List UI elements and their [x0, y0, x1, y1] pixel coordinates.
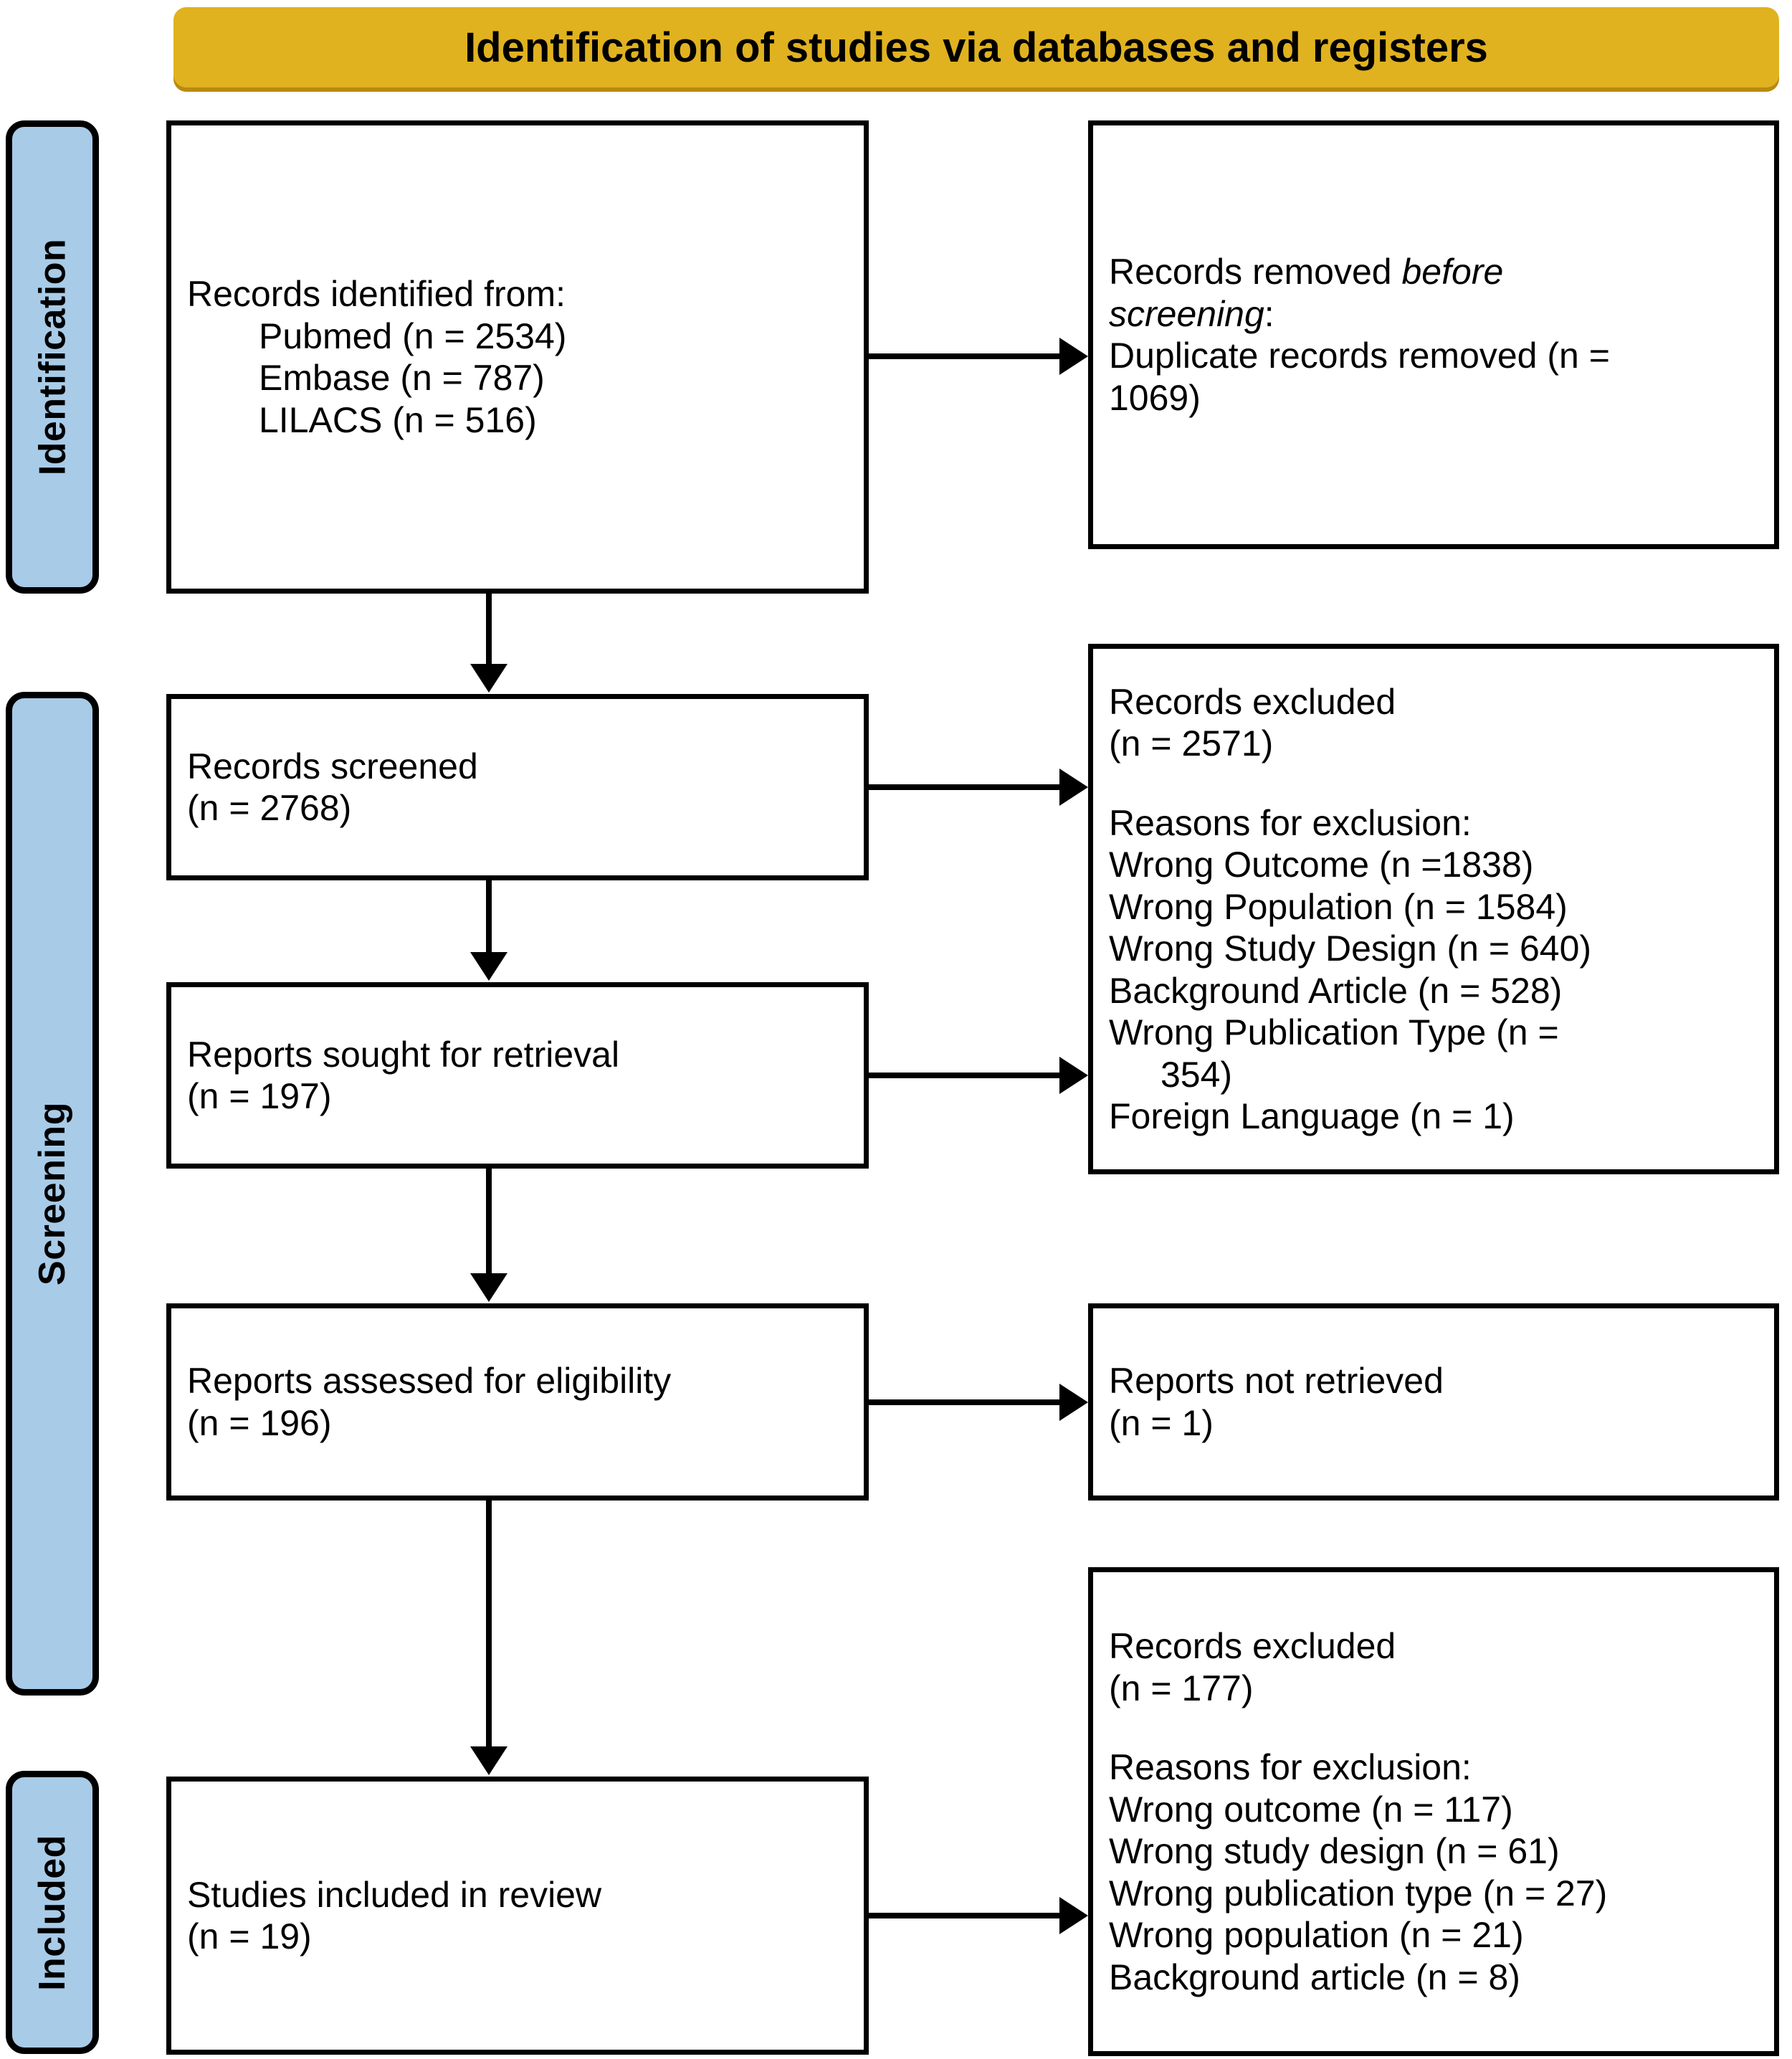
reports-sought-label: Reports sought for retrieval: [187, 1034, 620, 1075]
arrow-right-icon: [1059, 1057, 1088, 1094]
connector-assessed-to-studies-included: [486, 1501, 492, 1748]
arrow-right-icon: [1059, 1897, 1088, 1934]
exclusion-reason: Wrong Publication Type (n =: [1109, 1012, 1559, 1052]
box-reports-not-retrieved: Reports not retrieved (n = 1): [1088, 1303, 1779, 1501]
records-excluded-screening-label: Records excluded: [1109, 681, 1396, 722]
records-excluded-screening-reasons-header: Reasons for exclusion:: [1109, 802, 1472, 843]
reports-not-retrieved-label: Reports not retrieved: [1109, 1361, 1444, 1401]
records-screened-count: (n = 2768): [187, 788, 352, 828]
records-identified-pubmed: Pubmed (n = 2534): [259, 315, 567, 356]
diagram-header-banner: Identification of studies via databases …: [173, 7, 1779, 87]
records-screened-label: Records screened: [187, 746, 478, 786]
connector-identified-to-removed: [869, 353, 1059, 359]
records-excluded-eligibility-count: (n = 177): [1109, 1668, 1254, 1708]
box-records-identified: Records identified from: Pubmed (n = 253…: [166, 120, 869, 594]
page-title: Identification of studies via databases …: [464, 24, 1488, 71]
box-records-excluded-eligibility: Records excluded (n = 177) Reasons for e…: [1088, 1567, 1779, 2056]
studies-included-count: (n = 19): [187, 1916, 312, 1956]
records-excluded-screening-count: (n = 2571): [1109, 723, 1274, 764]
records-removed-text-a: Records removed: [1109, 252, 1402, 292]
records-identified-lilacs: LILACS (n = 516): [259, 399, 537, 440]
reports-assessed-count: (n = 196): [187, 1402, 332, 1443]
exclusion-reason: Wrong publication type (n = 27): [1109, 1873, 1608, 1913]
exclusion-reason: Wrong Study Design (n = 640): [1109, 928, 1592, 969]
reports-assessed-label: Reports assessed for eligibility: [187, 1361, 672, 1401]
records-excluded-eligibility-reasons-header: Reasons for exclusion:: [1109, 1747, 1472, 1787]
box-records-removed-before-screening: Records removed before screening: Duplic…: [1088, 120, 1779, 549]
exclusion-reason: Wrong Outcome (n =1838): [1109, 845, 1534, 885]
connector-sought-to-assessed: [486, 1169, 492, 1275]
records-removed-heading-line1: Records removed before: [1109, 251, 1758, 293]
connector-screened-to-sought: [486, 880, 492, 954]
exclusion-reason: Background Article (n = 528): [1109, 970, 1563, 1011]
reports-sought-count: (n = 197): [187, 1076, 332, 1116]
box-records-excluded-screening: Records excluded (n = 2571) Reasons for …: [1088, 644, 1779, 1174]
exclusion-reason: Background article (n = 8): [1109, 1956, 1520, 1997]
box-records-screened: Records screened (n = 2768): [166, 694, 869, 880]
records-removed-text-screening: screening: [1109, 293, 1264, 334]
duplicate-records-removed-line2: 1069): [1109, 377, 1201, 418]
exclusion-reason: Wrong Population (n = 1584): [1109, 886, 1568, 927]
arrow-down-icon: [470, 664, 507, 693]
reports-not-retrieved-count: (n = 1): [1109, 1402, 1214, 1443]
exclusion-reason: Wrong study design (n = 61): [1109, 1831, 1560, 1871]
stage-label-screening: Screening: [6, 692, 99, 1696]
connector-included-to-excluded: [869, 1913, 1059, 1918]
box-reports-sought-for-retrieval: Reports sought for retrieval (n = 197): [166, 982, 869, 1169]
exclusion-reason: Wrong outcome (n = 117): [1109, 1789, 1513, 1830]
connector-identified-to-screened: [486, 594, 492, 665]
records-excluded-eligibility-label: Records excluded: [1109, 1626, 1396, 1666]
records-identified-embase: Embase (n = 787): [259, 358, 545, 398]
connector-screened-to-excluded: [869, 784, 1059, 790]
box-studies-included-in-review: Studies included in review (n = 19): [166, 1777, 869, 2055]
exclusion-reason: Wrong population (n = 21): [1109, 1915, 1524, 1955]
arrow-down-icon: [470, 1273, 507, 1302]
connector-assessed-to-not-retrieved: [869, 1399, 1059, 1405]
box-reports-assessed-for-eligibility: Reports assessed for eligibility (n = 19…: [166, 1303, 869, 1501]
arrow-right-icon: [1059, 338, 1088, 375]
records-removed-heading-line2: screening:: [1109, 293, 1758, 336]
exclusion-reason-wrap: 354): [1160, 1054, 1233, 1095]
studies-included-label: Studies included in review: [187, 1874, 602, 1915]
stage-label-screening-text: Screening: [32, 1102, 74, 1285]
arrow-down-icon: [470, 952, 507, 981]
stage-label-included: Included: [6, 1771, 99, 2054]
stage-label-included-text: Included: [32, 1834, 74, 1991]
stage-label-identification: Identification: [6, 120, 99, 594]
connector-sought-to-excluded: [869, 1073, 1059, 1078]
records-removed-text-colon: :: [1264, 293, 1274, 334]
records-identified-heading: Records identified from:: [187, 274, 566, 314]
arrow-down-icon: [470, 1746, 507, 1775]
records-removed-text-before: before: [1401, 252, 1504, 292]
arrow-right-icon: [1059, 769, 1088, 806]
arrow-right-icon: [1059, 1384, 1088, 1421]
duplicate-records-removed-line1: Duplicate records removed (n =: [1109, 336, 1610, 376]
stage-label-identification-text: Identification: [32, 238, 73, 476]
exclusion-reason: Foreign Language (n = 1): [1109, 1096, 1515, 1136]
